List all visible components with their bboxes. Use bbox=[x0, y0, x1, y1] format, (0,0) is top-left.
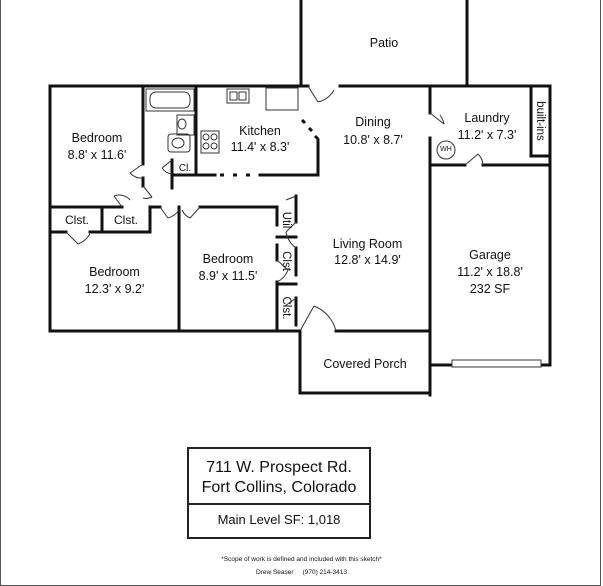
closet-label-bath: Cl. bbox=[178, 163, 192, 174]
utility-label: Util bbox=[280, 211, 292, 229]
burner-4 bbox=[210, 142, 218, 150]
burner-3 bbox=[202, 142, 210, 150]
walls bbox=[48, 0, 552, 397]
closet-label-b: Clst. bbox=[114, 213, 138, 227]
room-area-garage: 232 SF bbox=[469, 282, 511, 296]
vanity-sink bbox=[167, 133, 191, 153]
room-size-living-room: 12.8' x 14.9' bbox=[334, 253, 401, 267]
closet-label-c: Clst bbox=[280, 251, 292, 271]
room-name-garage: Garage bbox=[469, 248, 511, 262]
sink-basin bbox=[171, 137, 185, 149]
room-name-bedroom-2: Bedroom bbox=[89, 265, 140, 279]
room-name-living-room: Living Room bbox=[332, 237, 403, 251]
closet-label-a: Clst. bbox=[65, 213, 89, 227]
bathtub-basin bbox=[149, 91, 191, 109]
address-line-1: 711 W. Prospect Rd. bbox=[206, 459, 352, 476]
closet-label-d: Clst. bbox=[280, 296, 292, 320]
room-name-bedroom-1: Bedroom bbox=[71, 131, 123, 145]
room-name-kitchen: Kitchen bbox=[239, 124, 281, 138]
room-size-bedroom-3: 8.9' x 11.5' bbox=[198, 269, 258, 283]
bathroom-fixtures bbox=[145, 88, 195, 153]
address-line-2: Fort Collins, Colorado bbox=[201, 479, 357, 496]
room-size-bedroom-1: 8.8' x 11.6' bbox=[67, 148, 127, 162]
sink-bowl-right bbox=[238, 91, 247, 101]
room-name-built-ins: built-ins bbox=[534, 101, 546, 141]
contact-line: Drew Seaser (970) 214-3413 bbox=[255, 569, 348, 576]
room-size-dining: 10.8' x 8.7' bbox=[343, 133, 403, 147]
room-size-kitchen: 11.4' x 8.3' bbox=[230, 140, 290, 154]
sink-bowl-left bbox=[229, 91, 238, 101]
room-size-laundry: 11.2' x 7.3' bbox=[457, 128, 517, 142]
refrigerator bbox=[265, 87, 299, 111]
room-name-bedroom-3: Bedroom bbox=[202, 252, 254, 266]
water-heater-icon bbox=[436, 140, 456, 160]
room-name-covered-porch: Covered Porch bbox=[323, 357, 407, 371]
toilet-bowl bbox=[177, 118, 187, 130]
stove bbox=[200, 130, 220, 154]
room-name-patio: Patio bbox=[369, 36, 399, 50]
main-level-sf: Main Level SF: 1,018 bbox=[217, 512, 341, 527]
room-size-garage: 11.2' x 18.8' bbox=[457, 265, 523, 279]
room-size-bedroom-2: 12.3' x 9.2' bbox=[84, 282, 145, 296]
toilet-tank bbox=[176, 114, 195, 136]
kitchen-fixtures bbox=[200, 87, 299, 154]
bathtub bbox=[145, 88, 195, 112]
water-heater-label: WH bbox=[440, 146, 452, 153]
room-name-dining: Dining bbox=[355, 115, 391, 129]
burner-2 bbox=[210, 133, 218, 141]
scope-note: *Scope of work is defined and included w… bbox=[221, 556, 382, 563]
garage-door bbox=[451, 359, 542, 368]
burner-1 bbox=[202, 133, 210, 141]
title-block: 711 W. Prospect Rd. Fort Collins, Colora… bbox=[187, 447, 371, 539]
kitchen-opening bbox=[220, 118, 320, 177]
title-separator bbox=[189, 503, 369, 505]
doors bbox=[65, 85, 484, 332]
kitchen-sink bbox=[226, 88, 250, 104]
room-name-laundry: Laundry bbox=[464, 111, 510, 125]
